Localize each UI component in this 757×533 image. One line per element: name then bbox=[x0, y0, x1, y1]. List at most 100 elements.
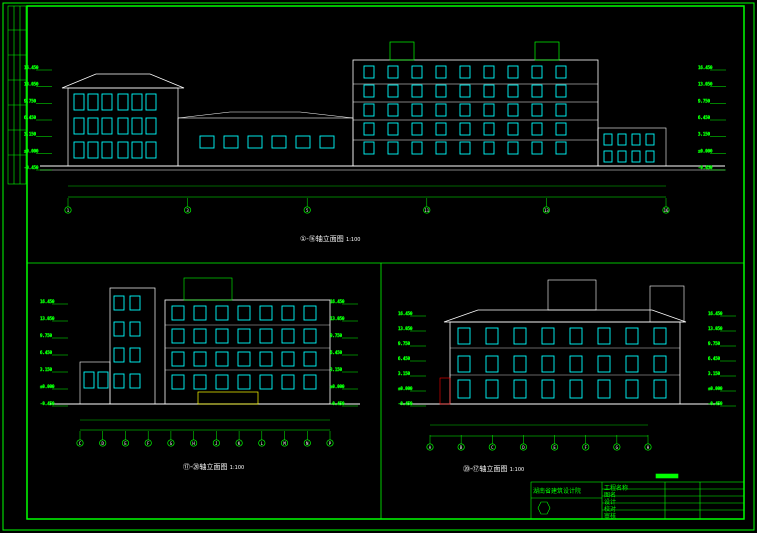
window bbox=[541, 327, 555, 345]
window bbox=[363, 103, 375, 117]
binding-strip bbox=[7, 5, 27, 185]
window bbox=[645, 150, 655, 163]
right-axis-label: G bbox=[616, 445, 619, 450]
window bbox=[603, 133, 613, 146]
window bbox=[223, 135, 239, 149]
right-level-label: 9.750 bbox=[398, 341, 411, 346]
window bbox=[569, 379, 583, 399]
left-level-label: 3.150 bbox=[40, 367, 53, 372]
left-axis-label: F bbox=[147, 441, 150, 446]
top-level-label: 3.150 bbox=[698, 132, 711, 137]
axis-bubble bbox=[258, 439, 266, 447]
window bbox=[507, 103, 519, 117]
left-level-label: 9.750 bbox=[40, 333, 53, 338]
window bbox=[117, 141, 129, 159]
left-axis-label: J bbox=[215, 441, 217, 446]
window bbox=[247, 135, 263, 149]
window bbox=[631, 133, 641, 146]
window bbox=[87, 117, 99, 135]
view-title-left-text: ⑰-⑳轴立面图 bbox=[183, 463, 228, 471]
axis-bubble bbox=[280, 439, 289, 447]
window bbox=[113, 347, 125, 363]
window bbox=[625, 355, 639, 373]
window bbox=[411, 103, 423, 117]
window bbox=[483, 84, 495, 98]
window bbox=[117, 117, 129, 135]
window bbox=[259, 305, 273, 321]
window bbox=[295, 135, 311, 149]
window bbox=[485, 379, 499, 399]
window bbox=[363, 141, 375, 155]
window bbox=[363, 84, 375, 98]
left-level-label: 3.150 bbox=[330, 367, 343, 372]
window bbox=[435, 141, 447, 155]
window bbox=[87, 93, 99, 111]
view-title-left: ⑰-⑳轴立面图 1:100 bbox=[183, 462, 244, 472]
axis-bubble bbox=[303, 206, 311, 214]
right-level-label: 16.450 bbox=[708, 311, 723, 316]
right-level-label: 9.750 bbox=[708, 341, 721, 346]
window bbox=[303, 328, 317, 344]
window bbox=[303, 374, 317, 390]
window bbox=[215, 351, 229, 367]
top-axis-label: 11 bbox=[424, 208, 429, 213]
window bbox=[457, 379, 471, 399]
window bbox=[513, 379, 527, 399]
window bbox=[597, 327, 611, 345]
window bbox=[483, 65, 495, 79]
window bbox=[597, 355, 611, 373]
left-axis-label: L bbox=[261, 441, 264, 446]
window bbox=[531, 65, 543, 79]
window bbox=[171, 351, 185, 367]
window bbox=[411, 84, 423, 98]
top-level-label: -0.450 bbox=[698, 165, 713, 170]
left-axis-label: D bbox=[102, 441, 105, 446]
left-level-label: 6.450 bbox=[330, 350, 343, 355]
left-level-label: -0.450 bbox=[40, 401, 55, 406]
window bbox=[237, 328, 251, 344]
window bbox=[507, 122, 519, 136]
right-level-label: 3.150 bbox=[398, 371, 411, 376]
window bbox=[101, 93, 113, 111]
inner-border bbox=[26, 5, 745, 520]
window bbox=[569, 327, 583, 345]
top-level-label: 16.450 bbox=[24, 65, 39, 70]
window bbox=[237, 305, 251, 321]
top-axis-label: 16 bbox=[664, 208, 669, 213]
top-level-label: 13.050 bbox=[24, 82, 39, 87]
window bbox=[113, 295, 125, 311]
window bbox=[411, 65, 423, 79]
window bbox=[129, 373, 141, 389]
window bbox=[653, 355, 667, 373]
left-axis-label: N bbox=[306, 441, 309, 446]
window bbox=[281, 374, 295, 390]
left-level-label: 13.050 bbox=[330, 316, 345, 321]
left-axis-label: K bbox=[238, 441, 241, 446]
top-axis-label: 1 bbox=[67, 208, 70, 213]
axis-bubble bbox=[542, 206, 550, 214]
window bbox=[113, 321, 125, 337]
axis-bubble bbox=[121, 439, 130, 447]
window bbox=[73, 93, 85, 111]
window bbox=[117, 93, 129, 111]
window bbox=[387, 122, 399, 136]
window bbox=[193, 305, 207, 321]
right-level-label: 6.450 bbox=[708, 356, 721, 361]
window bbox=[435, 103, 447, 117]
window bbox=[193, 328, 207, 344]
window bbox=[387, 84, 399, 98]
window bbox=[193, 374, 207, 390]
view-title-top: ①-⑯轴立面图 1:100 bbox=[300, 234, 360, 244]
view-title-right-text: ⑳-⑰轴立面图 bbox=[463, 465, 508, 473]
axis-bubble bbox=[644, 443, 652, 451]
window bbox=[435, 65, 447, 79]
top-level-label: 16.450 bbox=[698, 65, 713, 70]
view-scale-top: 1:100 bbox=[346, 237, 361, 243]
left-level-label: 6.450 bbox=[40, 350, 53, 355]
window bbox=[541, 379, 555, 399]
view-title-right: ⑳-⑰轴立面图 1:100 bbox=[463, 464, 524, 474]
window bbox=[363, 122, 375, 136]
window bbox=[237, 374, 251, 390]
window bbox=[459, 141, 471, 155]
window bbox=[457, 327, 471, 345]
